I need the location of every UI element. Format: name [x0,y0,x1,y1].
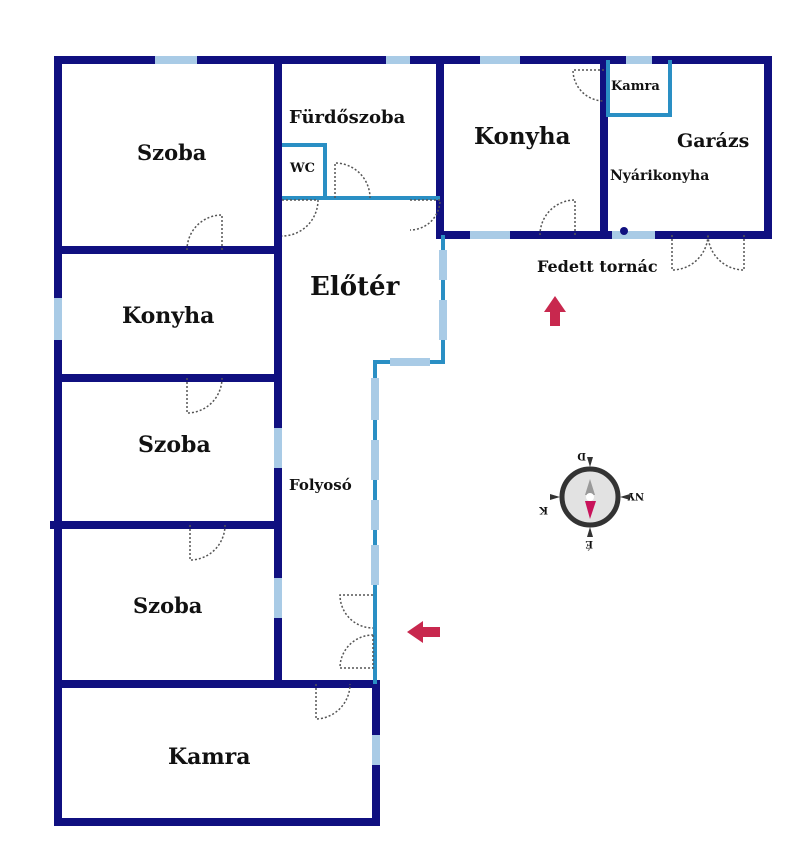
compass-north: É [585,538,593,550]
room-label-konyha-top: Konyha [474,123,571,150]
compass-south: D [577,450,586,461]
entrance-arrow-left [407,621,440,643]
doors [186,69,745,720]
compass-icon: D NY K É [539,450,644,550]
room-label-folyoso: Folyosó [289,476,352,494]
room-label-eloter: Előtér [310,272,400,302]
windows [54,56,655,765]
room-label-fedett-tornac: Fedett tornác [537,257,658,276]
room-label-szoba-1: Szoba [137,140,207,165]
outer-walls [50,56,772,826]
room-label-kamra-bottom: Kamra [168,744,251,770]
compass-east: K [539,504,548,515]
room-label-konyha-left: Konyha [122,303,214,329]
room-label-szoba-3: Szoba [133,593,203,618]
entrance-arrow-up [544,296,566,326]
room-label-nyarikonyha: Nyárikonyha [610,168,709,184]
room-label-wc: WC [289,161,315,176]
room-label-kamra-small: Kamra [611,79,660,94]
partition-walls [282,60,672,684]
room-label-furdoszoba: Fürdőszoba [289,107,406,128]
compass-west: NY [627,490,644,501]
room-label-szoba-2: Szoba [138,432,211,458]
room-label-garazs: Garázs [677,130,749,152]
